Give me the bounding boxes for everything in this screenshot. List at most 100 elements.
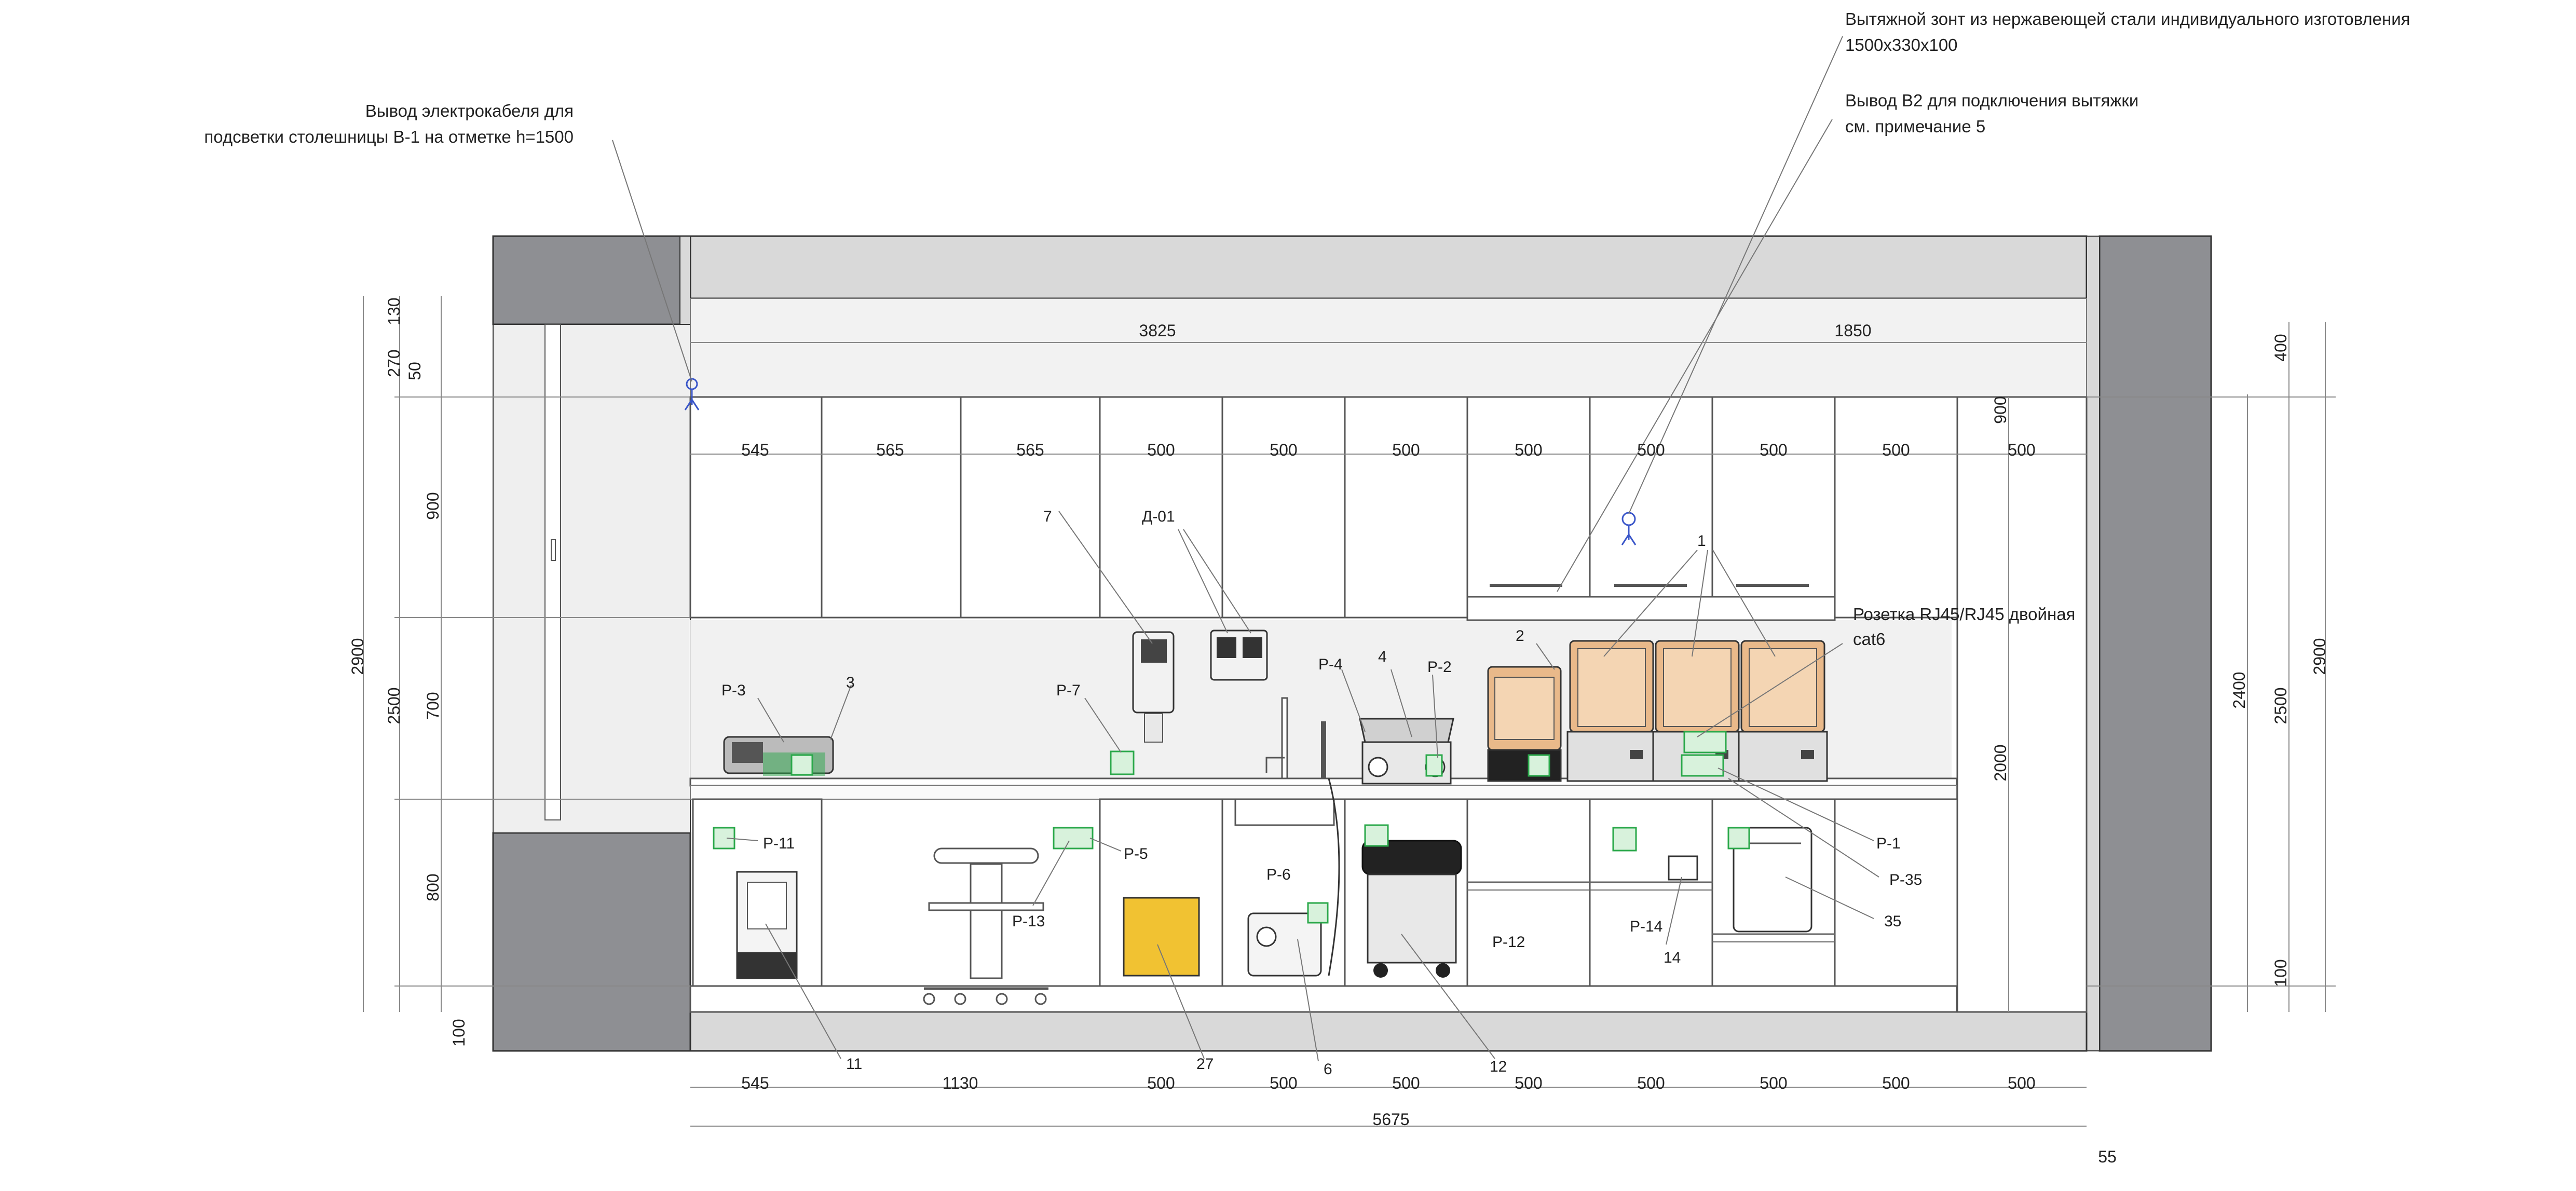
upper-cabinets	[689, 396, 2088, 1013]
soffit	[690, 298, 2087, 398]
left-dimension-labels: 130 270 50 900 700 800 2900 2500 100	[348, 297, 468, 1046]
svg-text:500: 500	[1760, 441, 1787, 459]
svg-text:900: 900	[1991, 396, 2010, 423]
svg-text:2400: 2400	[2230, 672, 2248, 708]
countertop-lip	[690, 785, 1957, 800]
svg-text:Р-6: Р-6	[1266, 866, 1291, 883]
hood-note-line1: Вытяжной зонт из нержавеющей стали индив…	[1845, 9, 2410, 29]
left-wall-top	[492, 235, 691, 325]
stool	[923, 847, 1048, 1005]
svg-text:14: 14	[1664, 949, 1681, 966]
right-dimension-labels: 400 2400 2500 2900 100 900 2000	[1991, 334, 2329, 987]
floor-band	[689, 1011, 2088, 1052]
window-recess	[493, 324, 691, 833]
device-35	[1733, 827, 1812, 933]
cable-note-line2: подсветки столешницы В-1 на отметке h=15…	[204, 127, 574, 146]
socket-p1b	[1681, 754, 1724, 777]
svg-text:Р-14: Р-14	[1630, 918, 1662, 935]
socket-p13	[1053, 827, 1094, 850]
svg-text:800: 800	[424, 873, 442, 901]
svg-text:545: 545	[741, 1074, 769, 1092]
svg-text:100: 100	[449, 1019, 468, 1046]
svg-text:Р-3: Р-3	[721, 682, 746, 699]
svg-text:Р-12: Р-12	[1492, 934, 1525, 951]
svg-text:270: 270	[385, 349, 403, 377]
svg-text:12: 12	[1490, 1058, 1507, 1075]
svg-text:35: 35	[1884, 913, 1901, 930]
svg-text:500: 500	[1270, 1074, 1297, 1092]
svg-text:Р-4: Р-4	[1318, 656, 1343, 673]
window-frame	[544, 324, 561, 820]
dim-top-3825: 3825	[1139, 321, 1176, 340]
device-11	[736, 871, 798, 979]
socket-p7	[1110, 750, 1135, 775]
svg-text:500: 500	[1147, 1074, 1175, 1092]
svg-text:Д-01: Д-01	[1142, 508, 1175, 525]
cable-note-line1: Вывод электрокабеля для	[365, 101, 574, 120]
upper-width-labels: 545 565 565 500 500 500 500 500 500 500 …	[741, 441, 2035, 459]
socket-p12	[1364, 824, 1389, 847]
svg-text:400: 400	[2271, 334, 2290, 361]
svg-text:Р-2: Р-2	[1427, 659, 1452, 676]
svg-text:500: 500	[2008, 1074, 2035, 1092]
left-wall-top-inner	[679, 236, 691, 325]
svg-text:700: 700	[424, 692, 442, 719]
svg-text:500: 500	[1882, 441, 1910, 459]
svg-text:500: 500	[2008, 441, 2035, 459]
socket-p4	[1425, 754, 1443, 777]
svg-text:545: 545	[741, 441, 769, 459]
svg-text:500: 500	[1392, 1074, 1420, 1092]
svg-text:6: 6	[1324, 1061, 1332, 1078]
socket-p3	[790, 754, 813, 776]
svg-text:100: 100	[2271, 959, 2290, 987]
lower-cabinets	[689, 798, 1958, 1013]
device-3	[723, 736, 834, 776]
svg-text:2: 2	[1516, 627, 1524, 645]
socket-p14	[1612, 827, 1637, 852]
point-marker-cable	[684, 378, 700, 410]
svg-text:50: 50	[405, 362, 424, 380]
svg-text:565: 565	[876, 441, 904, 459]
bin-27	[1123, 897, 1200, 977]
socket-p35	[1727, 827, 1750, 850]
svg-text:500: 500	[1637, 441, 1665, 459]
dimension-lines	[363, 296, 2336, 1127]
right-wall	[2098, 235, 2212, 1052]
svg-text:900: 900	[424, 492, 442, 519]
svg-text:500: 500	[1760, 1074, 1787, 1092]
svg-text:500: 500	[1515, 441, 1542, 459]
svg-text:Р-7: Р-7	[1056, 682, 1081, 699]
printer-2	[1652, 640, 1742, 782]
sockets	[713, 731, 1750, 924]
point-marker-vent	[1621, 512, 1637, 545]
svg-text:2000: 2000	[1991, 744, 2010, 781]
printer-1	[1566, 640, 1657, 782]
socket-p1a	[1683, 731, 1727, 754]
ceiling-band	[689, 235, 2088, 299]
hood	[1466, 596, 1836, 621]
dim-bottom-offset: 55	[2098, 1147, 2117, 1166]
svg-text:4: 4	[1378, 648, 1387, 665]
vent-note-line2: см. примечание 5	[1845, 117, 1985, 136]
svg-text:565: 565	[1016, 441, 1044, 459]
bottom-width-labels: 545 1130 500 500 500 500 500 500 500 500	[741, 1074, 2035, 1092]
svg-text:2900: 2900	[348, 638, 367, 675]
left-wall-bottom	[492, 832, 691, 1052]
svg-text:7: 7	[1043, 508, 1052, 525]
vent-note-line1: Вывод В2 для подключения вытяжки	[1845, 91, 2138, 110]
device-7	[1132, 631, 1175, 743]
svg-text:500: 500	[1147, 441, 1175, 459]
sink	[1234, 798, 1335, 826]
svg-text:3: 3	[846, 674, 855, 691]
rj45-note-line1: Розетка RJ45/RJ45 двойная	[1853, 605, 2075, 624]
svg-text:500: 500	[1515, 1074, 1542, 1092]
svg-text:130: 130	[385, 297, 403, 325]
svg-text:1130: 1130	[943, 1074, 978, 1092]
svg-text:500: 500	[1882, 1074, 1910, 1092]
svg-text:2900: 2900	[2310, 638, 2329, 675]
socket-p2	[1528, 754, 1550, 777]
dim-bottom-total: 5675	[1372, 1110, 1409, 1129]
walls	[492, 235, 2212, 1052]
dispenser-d01	[1210, 629, 1268, 681]
